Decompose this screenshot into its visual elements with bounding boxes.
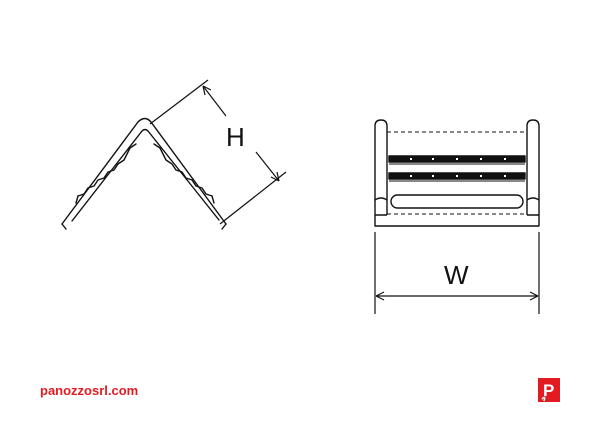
height-extension-bottom (219, 171, 287, 225)
profile-right-teeth (153, 143, 213, 197)
width-arrow-right (529, 291, 539, 301)
front-left-tab (374, 197, 388, 201)
profile-left-hem (61, 195, 79, 230)
height-dimension-line-upper (202, 85, 227, 117)
width-arrow-left (375, 291, 385, 301)
front-left-post (374, 119, 388, 215)
front-view (374, 119, 540, 227)
width-label: W (444, 260, 469, 290)
svg-text:P: P (543, 381, 554, 400)
profile-left-teeth (77, 143, 137, 197)
height-arrow-bottom (270, 171, 280, 182)
front-tooth-gaps (410, 158, 506, 177)
profile-right-hem (211, 195, 227, 230)
panozzo-logo: P (538, 378, 560, 402)
front-right-post (526, 119, 540, 215)
front-body-outline (374, 214, 540, 227)
height-extension-top (149, 79, 209, 125)
width-dimension (374, 232, 540, 314)
height-dimension-line-lower (255, 151, 280, 182)
height-arrow-top (202, 85, 212, 96)
front-right-tab (526, 197, 540, 201)
website-link[interactable]: panozzosrl.com (40, 383, 139, 398)
height-dimension (149, 79, 287, 225)
height-label: H (226, 122, 245, 152)
profile-outer-edge (61, 117, 227, 225)
side-profile-view (61, 117, 227, 230)
profile-inner-edge (71, 128, 220, 222)
front-slot (390, 194, 524, 209)
